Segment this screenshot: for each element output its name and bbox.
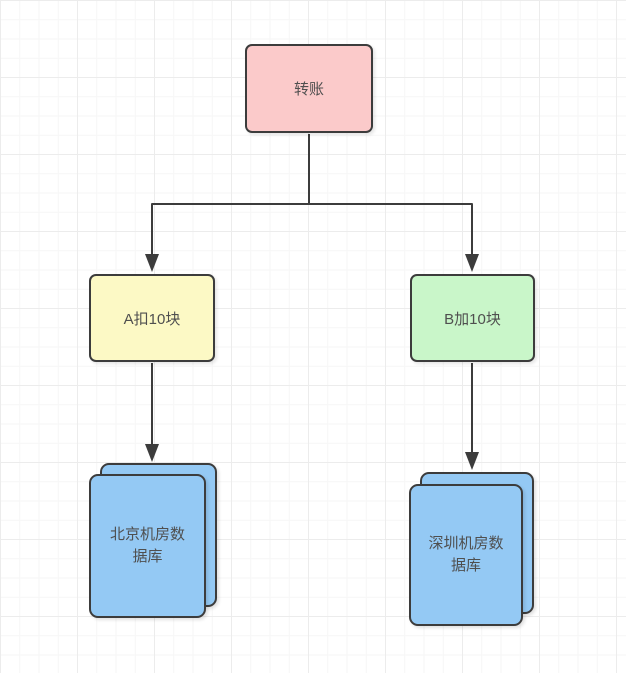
arrowhead-to-credit-b xyxy=(465,254,479,272)
shenzhen-db-front-card: 深圳机房数据库 xyxy=(409,484,523,626)
beijing-db-front-card: 北京机房数据库 xyxy=(89,474,206,618)
arrowhead-to-debit-a xyxy=(145,254,159,272)
node-debit-a: A扣10块 xyxy=(89,274,215,362)
arrowhead-to-beijing-db xyxy=(145,444,159,462)
node-credit-b: B加10块 xyxy=(410,274,535,362)
node-credit-b-label: B加10块 xyxy=(444,310,501,328)
stack-shenzhen-db: 深圳机房数据库 xyxy=(409,472,534,626)
arrowhead-to-shenzhen-db xyxy=(465,452,479,470)
stack-beijing-db: 北京机房数据库 xyxy=(89,463,217,618)
edge-branch xyxy=(151,203,473,256)
node-debit-a-label: A扣10块 xyxy=(123,310,181,328)
beijing-db-label: 北京机房数据库 xyxy=(109,525,185,566)
shenzhen-db-label: 深圳机房数据库 xyxy=(428,534,504,575)
node-transfer: 转账 xyxy=(245,44,373,133)
node-transfer-label: 转账 xyxy=(293,81,324,98)
